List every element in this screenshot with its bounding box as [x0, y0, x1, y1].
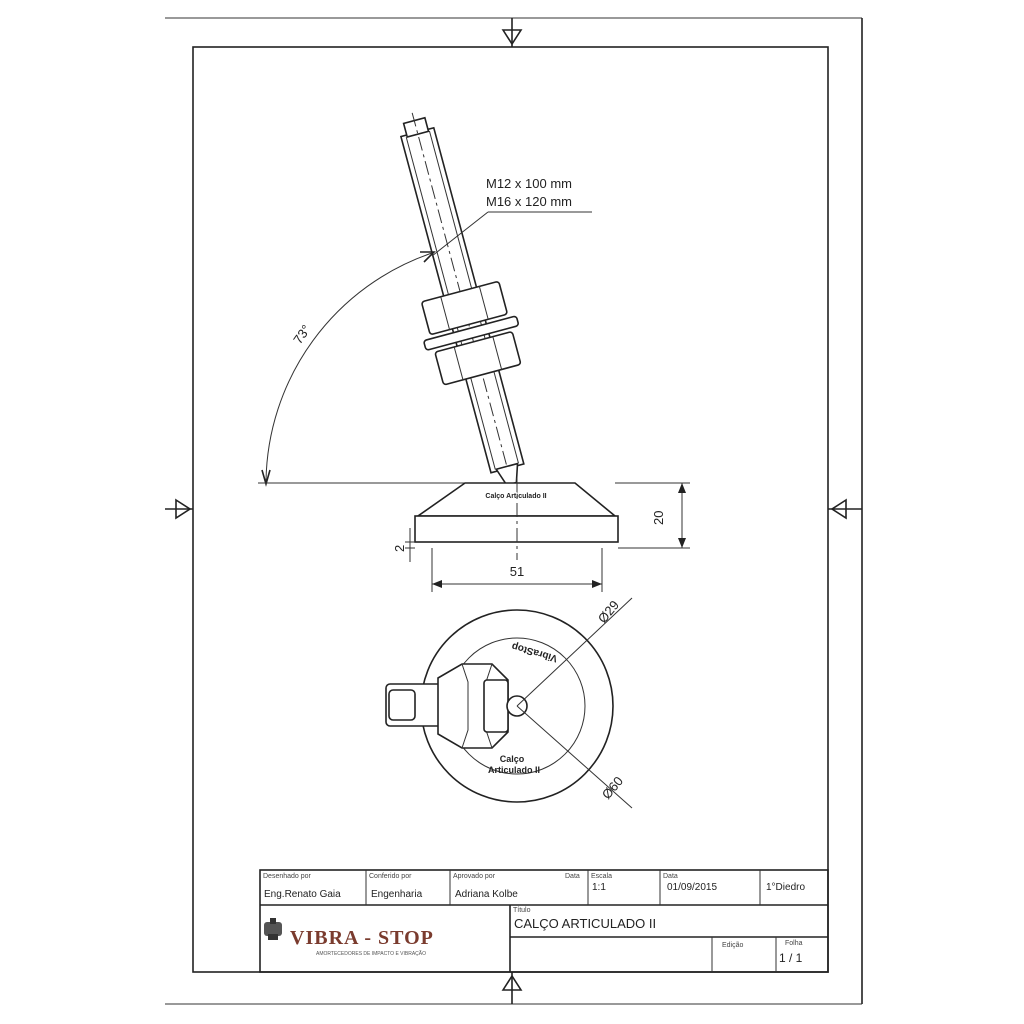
- dim-base: 2: [392, 545, 407, 552]
- checked-by: Engenharia: [371, 889, 423, 900]
- company-logo: VIBRA - STOP AMORTECEDORES DE IMPACTO E …: [264, 918, 434, 957]
- date: 01/09/2015: [667, 882, 717, 893]
- pad-label-top-2: Calço: [500, 754, 525, 764]
- edition-label: Edição: [722, 942, 744, 949]
- company-tagline: AMORTECEDORES DE IMPACTO E VIBRAÇÃO: [316, 950, 426, 957]
- pad-label-top-3: Articulado II: [488, 765, 540, 775]
- sheet-label: Folha: [785, 940, 803, 947]
- sheet-number: 1 / 1: [779, 951, 803, 965]
- angle-dimension: 73°: [290, 322, 314, 347]
- checked-by-label: Conferido por: [369, 873, 412, 880]
- thread-spec-1: M12 x 100 mm: [486, 176, 572, 191]
- date-label-2: Data: [663, 873, 678, 880]
- dim-width: 51: [510, 564, 524, 579]
- date-label-1: Data: [565, 873, 580, 880]
- scale: 1:1: [592, 882, 606, 893]
- approved-by-label: Aprovado por: [453, 873, 496, 880]
- dia-inner: Ø29: [595, 597, 622, 625]
- approved-by: Adriana Kolbe: [455, 889, 518, 900]
- projection: 1°Diedro: [766, 882, 805, 893]
- drawing-title: CALÇO ARTICULADO II: [514, 916, 656, 931]
- title-label: Título: [513, 907, 531, 914]
- top-view: Ø29 Ø60 VibraStop Calço Articulado II: [385, 597, 633, 809]
- drawn-by: Eng.Renato Gaia: [264, 889, 341, 900]
- rod-top-projection: [385, 663, 528, 749]
- pad-label-side: Calço Articulado II: [485, 493, 546, 500]
- thread-spec-2: M16 x 120 mm: [486, 194, 572, 209]
- drawn-by-label: Desenhado por: [263, 873, 312, 880]
- leveling-pad: Calço Articulado II: [414, 478, 619, 560]
- scale-label: Escala: [591, 873, 612, 880]
- dia-outer: Ø60: [599, 773, 626, 801]
- side-view: M12 x 100 mm M16 x 120 mm 73° Calço Arti…: [258, 112, 690, 592]
- company-name: VIBRA - STOP: [290, 927, 434, 949]
- threaded-rod: [399, 112, 525, 487]
- dim-height: 20: [651, 511, 666, 525]
- centering-marks: [165, 18, 862, 1004]
- title-block: Desenhado por Eng.Renato Gaia Conferido …: [259, 869, 829, 973]
